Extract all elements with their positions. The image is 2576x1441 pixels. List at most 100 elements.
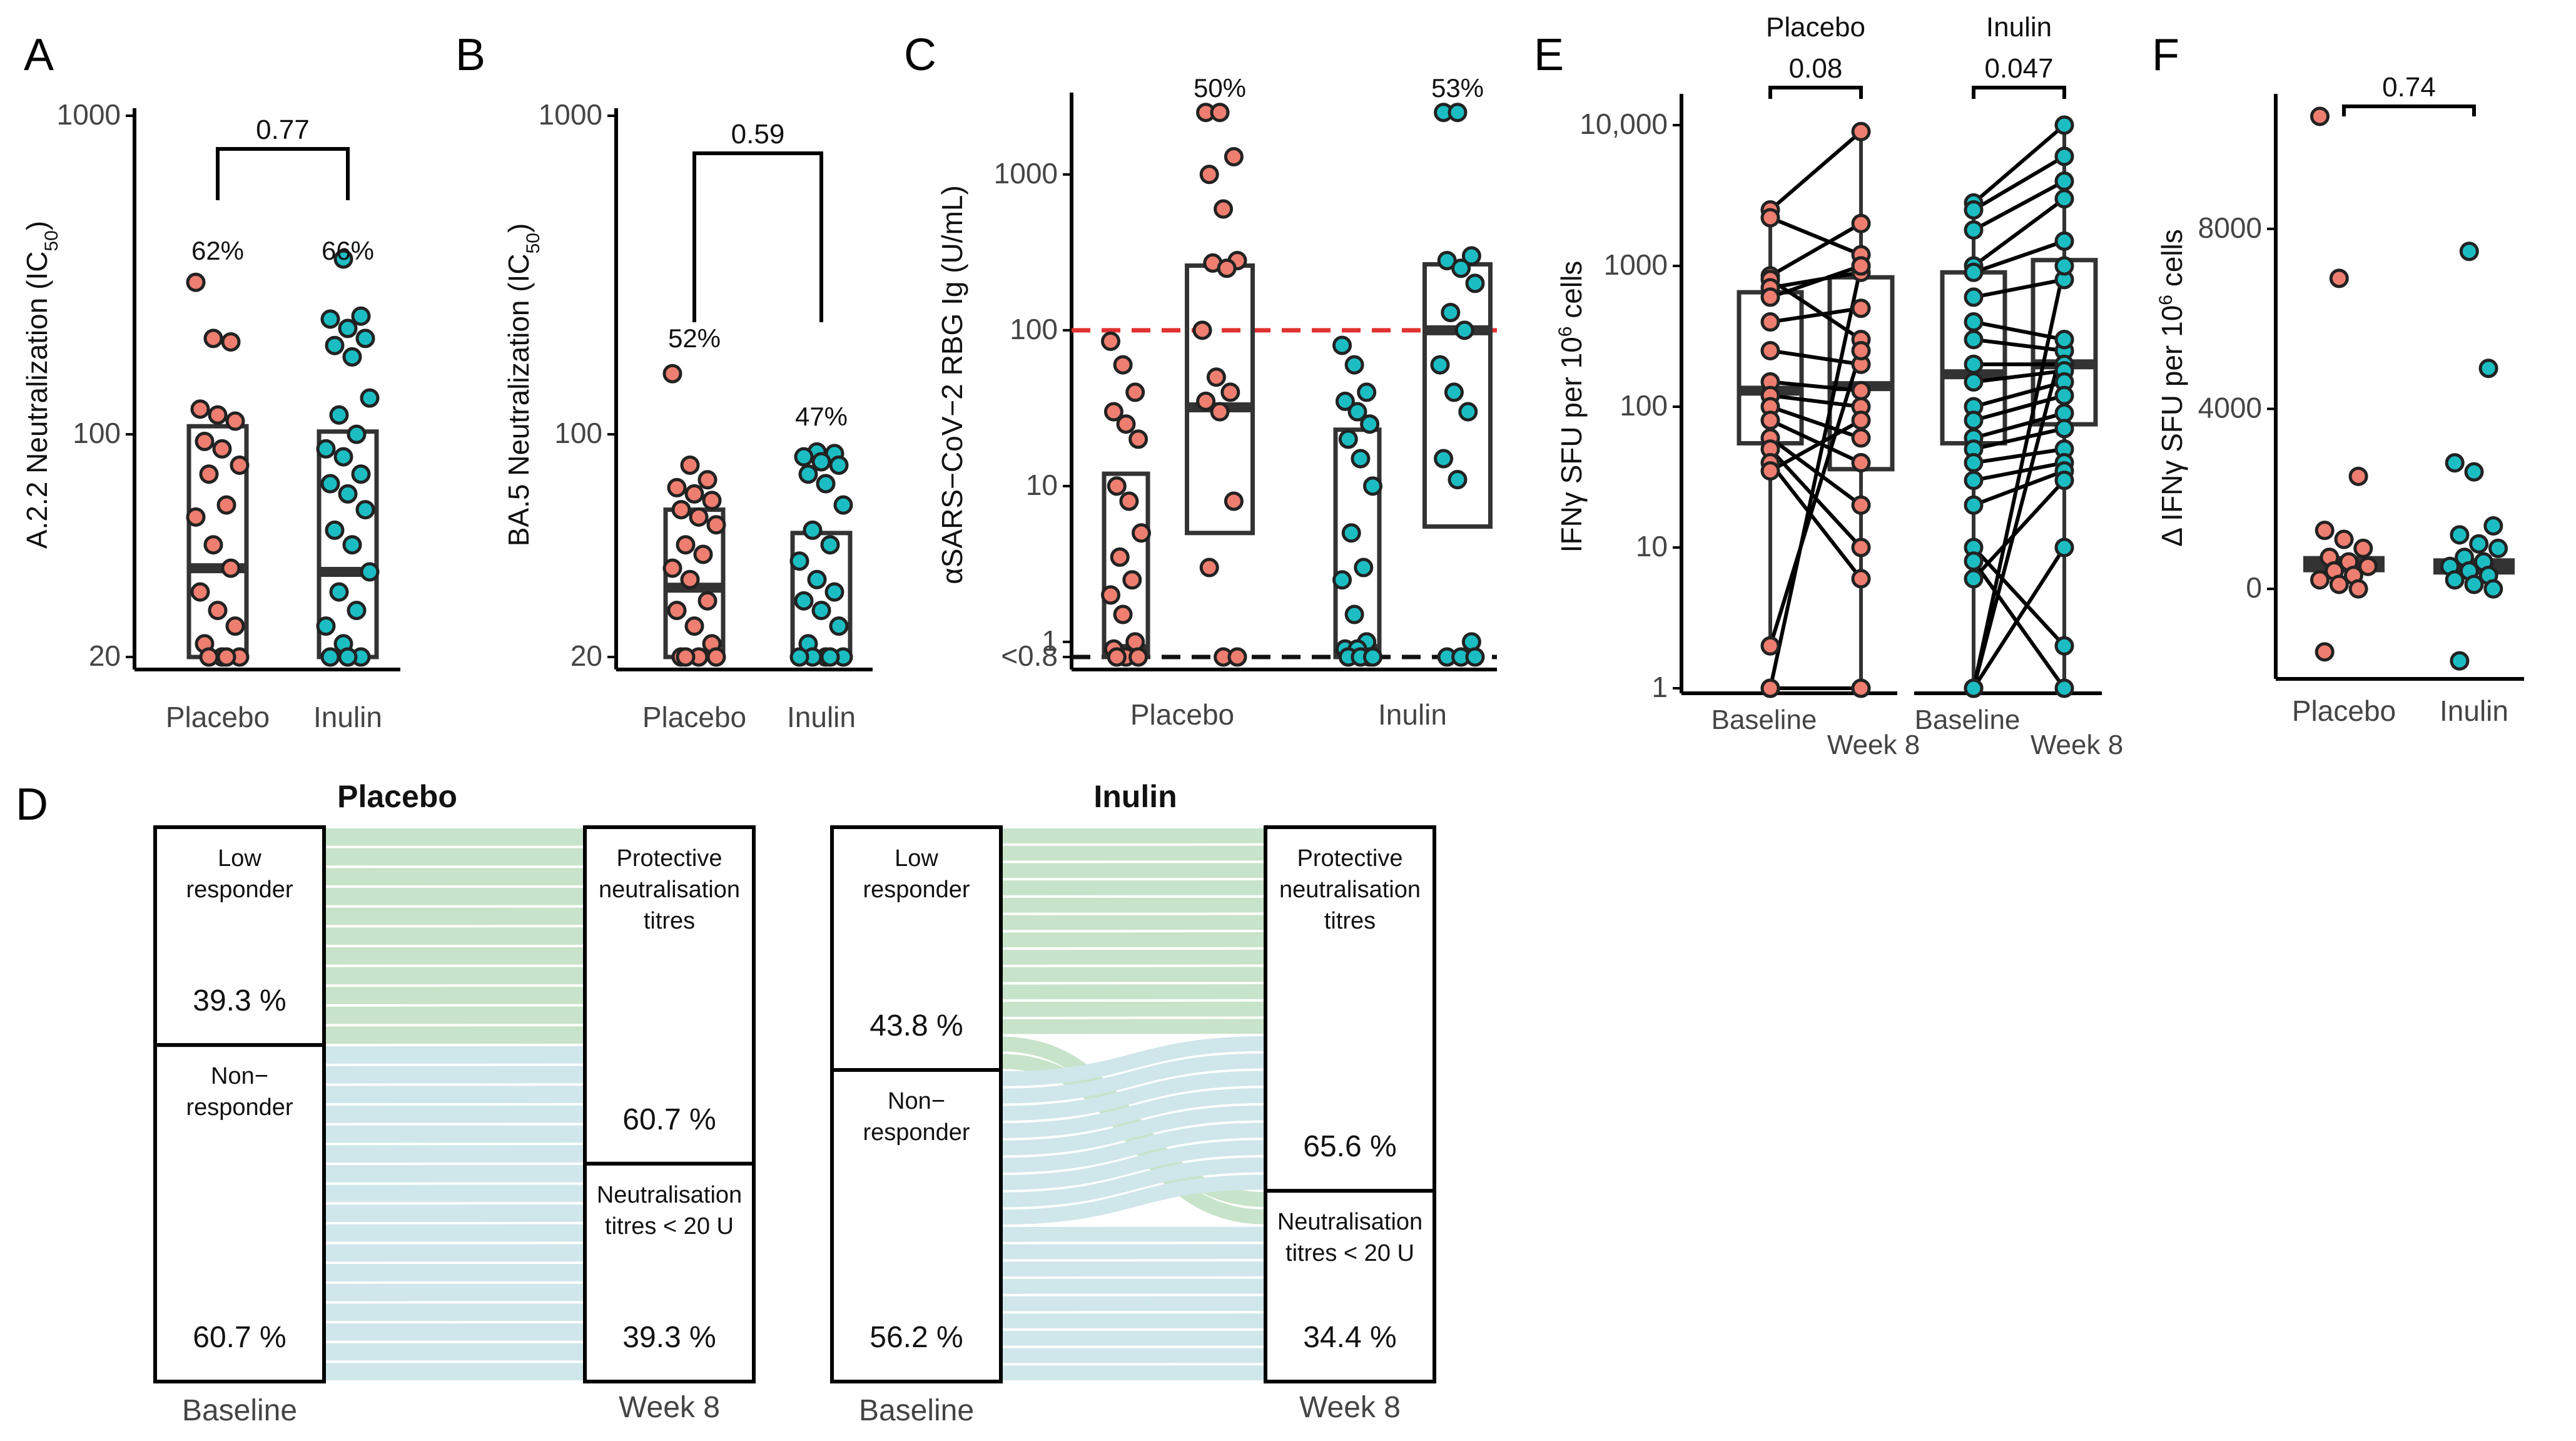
data-point (1113, 355, 1133, 375)
data-point (342, 347, 362, 367)
data-point (1465, 647, 1485, 667)
alluvial-flow (1000, 1036, 1266, 1086)
data-point (316, 616, 336, 636)
pair-line (1972, 479, 2066, 580)
data-point (807, 569, 827, 589)
pair-line (1973, 411, 2065, 440)
data-point (2054, 171, 2074, 191)
data-point (1116, 414, 1136, 434)
percent-label: 53% (1431, 73, 1484, 103)
pair-line (1972, 197, 2066, 268)
pair-line (1768, 350, 1863, 647)
data-point (1125, 632, 1145, 652)
data-point (2445, 570, 2465, 590)
y-tick-label: 10 (1026, 469, 1058, 501)
data-point (1964, 287, 1984, 307)
data-point (360, 562, 380, 582)
p-value-label: 0.08 (1789, 53, 1843, 84)
data-point (333, 249, 353, 269)
data-point (186, 507, 206, 527)
data-point (1851, 121, 1871, 141)
data-point (2478, 359, 2498, 379)
x-tick-label: Placebo (1130, 698, 1234, 731)
percent-label: 52% (668, 323, 721, 353)
data-point (186, 272, 206, 292)
pair-line (1769, 419, 1862, 473)
y-tick-label: 20 (89, 639, 121, 672)
data-point (667, 477, 687, 497)
data-point (667, 601, 687, 621)
data-point (2445, 453, 2465, 473)
pair-line (1769, 419, 1862, 465)
stratum-label: neutralisation (1279, 877, 1421, 903)
x-tick-label-week8: Week 8 (2031, 730, 2123, 760)
data-point (347, 424, 367, 444)
data-point (684, 616, 704, 636)
data-point (1964, 471, 1984, 491)
comparison-bracket (1768, 86, 1863, 99)
data-point (225, 411, 245, 431)
panel-label-e: E (1534, 30, 1564, 80)
data-point (1210, 402, 1230, 422)
axis-label-baseline: Baseline (182, 1394, 297, 1427)
data-point (1964, 220, 1984, 240)
data-point (355, 328, 375, 349)
x-tick-label: Inulin (2440, 695, 2508, 727)
pair-line (1973, 277, 2065, 299)
alluvial-flow (1000, 1123, 1266, 1173)
data-point (1224, 146, 1244, 166)
data-point (2450, 651, 2470, 671)
stratum-label: Neutralisation (597, 1182, 742, 1208)
data-point (1354, 558, 1374, 578)
pair-line (1972, 179, 2066, 232)
data-point (338, 484, 358, 504)
stratum-percent: 65.6 % (1303, 1130, 1396, 1163)
pair-line (1972, 560, 2066, 690)
pair-line (1973, 447, 2065, 465)
data-point (1851, 410, 1871, 430)
data-point (829, 616, 849, 636)
data-point (360, 388, 380, 408)
x-tick-label: Inulin (1378, 698, 1447, 731)
x-tick-label-week8: Week 8 (1827, 730, 1920, 760)
data-point (1347, 402, 1367, 422)
pair-line (1973, 426, 2065, 451)
stratum-label: Low (218, 845, 261, 872)
data-point (1335, 391, 1355, 411)
alluvial-flow (1000, 1140, 1266, 1190)
stratum-box (153, 825, 326, 1047)
data-point (342, 535, 362, 555)
stratum-box (153, 1043, 326, 1383)
data-point (2483, 579, 2503, 599)
comparison-bracket (692, 151, 823, 322)
data-point (195, 431, 215, 451)
data-point (2358, 556, 2378, 576)
data-point (1332, 335, 1352, 355)
data-point (680, 455, 700, 475)
data-point (1851, 213, 1871, 233)
pair-line (1768, 265, 1863, 689)
alluvial-title: Placebo (337, 779, 457, 814)
data-point (2054, 189, 2074, 209)
data-point (794, 591, 814, 611)
percent-label: 47% (795, 402, 848, 431)
data-point (1444, 382, 1464, 402)
data-point (2348, 466, 2368, 486)
data-point (1851, 428, 1871, 448)
data-point (2464, 574, 2484, 594)
data-point (676, 535, 696, 555)
stratum-box (830, 825, 1003, 1072)
data-point (2054, 636, 2074, 656)
data-point (208, 601, 228, 621)
data-point (1964, 200, 1984, 220)
panel-label-b: B (455, 30, 485, 80)
data-point (325, 335, 345, 355)
data-point (684, 484, 704, 504)
data-point (2054, 678, 2074, 698)
data-point (2483, 516, 2503, 536)
data-point (221, 332, 241, 352)
data-point (1458, 402, 1478, 422)
